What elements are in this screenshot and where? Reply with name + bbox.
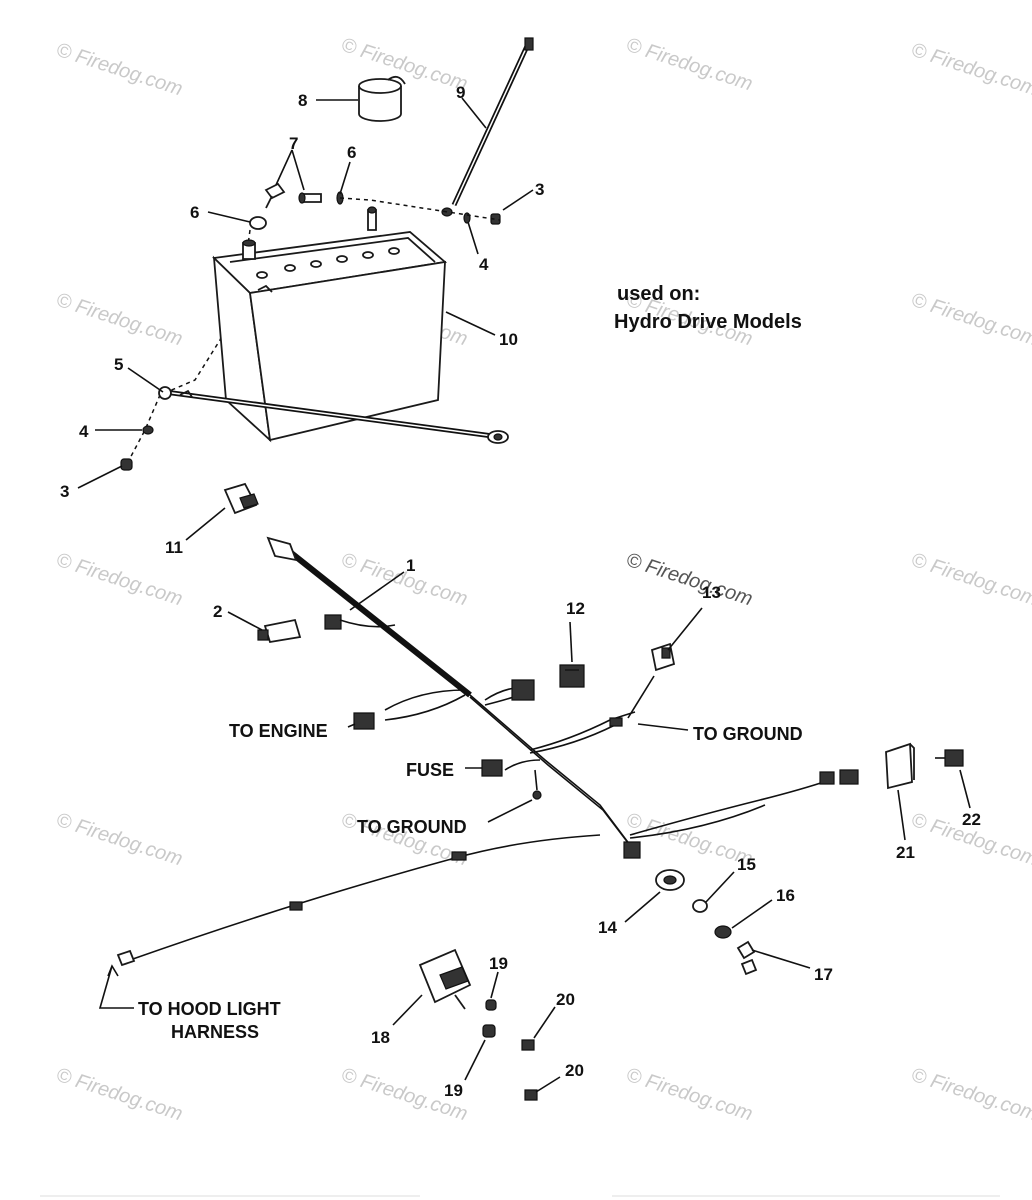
note-line1: used on: xyxy=(617,283,700,305)
part-main-harness xyxy=(116,536,859,967)
watermark-text: © Firedog.com xyxy=(53,549,185,611)
watermark-text: © Firedog.com xyxy=(908,289,1032,351)
part-number-18: 18 xyxy=(371,1028,390,1047)
watermark-text: © Firedog.com xyxy=(53,39,185,101)
part-number-2: 2 xyxy=(213,602,222,621)
part-number-3: 3 xyxy=(535,180,544,199)
watermark-text: © Firedog.com xyxy=(338,549,470,611)
part-bracket-21 xyxy=(885,742,913,790)
watermark-text: © Firedog.com xyxy=(908,549,1032,611)
part-connector-11 xyxy=(223,482,259,515)
part-positive-cable xyxy=(441,37,534,217)
watermark-text: © Firedog.com xyxy=(53,1064,185,1126)
part-number-20: 20 xyxy=(556,990,575,1009)
part-number-7: 7 xyxy=(289,134,298,153)
part-battery-cap xyxy=(358,75,406,122)
part-number-1: 1 xyxy=(406,556,415,575)
part-connector-2 xyxy=(257,618,302,644)
part-number-20: 20 xyxy=(565,1061,584,1080)
part-bolts xyxy=(264,182,322,209)
part-screw-20 xyxy=(521,1039,538,1101)
watermark-text: © Firedog.com xyxy=(53,289,185,351)
watermark-text: © Firedog.com xyxy=(623,1064,755,1126)
callouts: TO ENGINE TO GROUND FUSE TO GROUND TO HO… xyxy=(138,721,803,1042)
callout-to-engine: TO ENGINE xyxy=(229,721,328,741)
callout-to-hood-line2: HARNESS xyxy=(171,1022,259,1042)
part-washer-small xyxy=(142,425,154,435)
assembly-line xyxy=(339,197,501,221)
leader-lines xyxy=(77,97,971,1093)
watermark-text: © Firedog.com xyxy=(908,1064,1032,1126)
callout-to-ground-center: TO GROUND xyxy=(357,817,467,837)
part-solenoid-18 xyxy=(418,948,472,1010)
part-switch-22 xyxy=(935,749,964,767)
part-number-3: 3 xyxy=(60,482,69,501)
watermark-text: © Firedog.com xyxy=(53,809,185,871)
part-number-11: 11 xyxy=(165,538,183,557)
watermark-text-dark: © Firedog.com xyxy=(623,549,755,611)
callout-to-ground-right: TO GROUND xyxy=(693,724,803,744)
part-relay-12 xyxy=(559,664,585,688)
part-nut xyxy=(120,458,133,471)
part-bracket-21-edge xyxy=(909,743,915,780)
part-number-17: 17 xyxy=(814,965,833,984)
part-number-19: 19 xyxy=(489,954,508,973)
part-number-12: 12 xyxy=(566,599,585,618)
part-number-5: 5 xyxy=(114,355,123,374)
part-ring-15 xyxy=(692,899,708,913)
part-number-14: 14 xyxy=(598,918,617,937)
part-number-10: 10 xyxy=(499,330,518,349)
part-number-4: 4 xyxy=(479,255,489,274)
part-labels: 1 2 3 3 4 4 5 6 6 7 8 9 10 11 12 13 14 1… xyxy=(60,83,981,1100)
part-number-21: 21 xyxy=(896,843,915,862)
assembly-line xyxy=(127,229,251,463)
part-washer xyxy=(249,216,267,230)
part-number-6: 6 xyxy=(190,203,199,222)
part-ignition-14 xyxy=(655,869,685,891)
part-nut-19 xyxy=(485,999,497,1011)
part-negative-cable xyxy=(158,386,509,444)
watermark-text: © Firedog.com xyxy=(908,39,1032,101)
callout-fuse: FUSE xyxy=(406,760,454,780)
note-line2: Hydro Drive Models xyxy=(614,311,802,333)
part-number-9: 9 xyxy=(456,83,465,102)
callout-to-hood-line1: TO HOOD LIGHT xyxy=(138,999,281,1019)
part-number-22: 22 xyxy=(962,810,981,829)
part-battery xyxy=(212,206,448,443)
part-number-15: 15 xyxy=(737,855,756,874)
part-keys-17 xyxy=(736,940,758,976)
part-number-19: 19 xyxy=(444,1081,463,1100)
part-number-8: 8 xyxy=(298,91,307,110)
part-nut-16 xyxy=(714,925,732,939)
part-switch-13 xyxy=(650,642,676,672)
part-number-13: 13 xyxy=(702,583,721,602)
part-nut-19 xyxy=(482,1024,496,1038)
part-number-4: 4 xyxy=(79,422,89,441)
part-number-16: 16 xyxy=(776,886,795,905)
watermark-text: © Firedog.com xyxy=(623,34,755,96)
part-number-6: 6 xyxy=(347,143,356,162)
usage-note: used on: Hydro Drive Models xyxy=(614,283,802,333)
